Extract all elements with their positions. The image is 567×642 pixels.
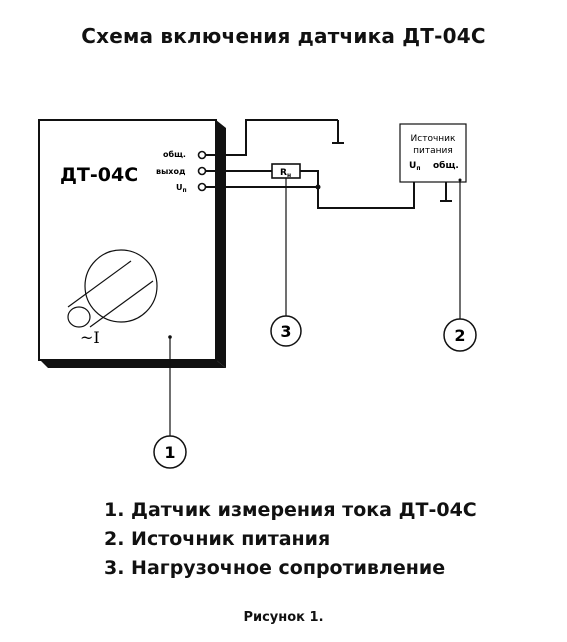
sensor-label: ДТ-04С: [60, 164, 138, 186]
psu-label-line2: питания: [413, 146, 453, 156]
diagram-title: Схема включения датчика ДТ-04С: [81, 24, 486, 48]
wiring: [206, 119, 452, 209]
callout-3: 3: [270, 315, 302, 347]
legend-item: 3. Нагрузочное сопротивление: [104, 557, 446, 579]
sensor-device: ДТ-04С общ. выход Uп ~I: [38, 119, 226, 368]
figure-caption: Рисунок 1.: [243, 610, 324, 625]
callout-1: 1: [153, 435, 187, 469]
legend-item: 2. Источник питания: [104, 528, 331, 550]
power-supply: Источник питания Uп общ.: [399, 123, 467, 183]
current-symbol: ~I: [80, 328, 100, 347]
pin-terminal-common: [197, 150, 207, 160]
pin-label-supply-main: U: [176, 183, 183, 192]
psu-label-line1: Источник: [411, 134, 456, 144]
leader-lines: [169, 178, 461, 436]
junction-dot: [315, 184, 321, 190]
pin-terminal-output: [197, 166, 207, 176]
callout-2: 2: [443, 318, 477, 352]
current-aperture: [67, 249, 158, 328]
svg-text:2: 2: [454, 326, 465, 345]
pin-label-supply: Uп: [176, 183, 187, 194]
svg-text:Rн: Rн: [280, 168, 291, 179]
pin-label-supply-sub: п: [183, 187, 187, 194]
svg-text:3: 3: [280, 322, 291, 341]
pin-label-output: выход: [156, 167, 186, 176]
legend-list: 1. Датчик измерения тока ДТ-04С 2. Источ…: [104, 496, 477, 583]
wire-common-ground: [206, 119, 338, 156]
legend-item: 1. Датчик измерения тока ДТ-04С: [104, 499, 477, 521]
load-resistor: Rн: [271, 163, 301, 179]
wire-resistor-supply: [300, 170, 319, 187]
pin-label-common: общ.: [163, 149, 186, 159]
psu-pin-u: Uп: [409, 161, 420, 172]
psu-pin-common: общ.: [433, 160, 459, 171]
svg-text:1: 1: [164, 443, 175, 462]
wire-supply-psu: [206, 176, 415, 209]
pin-terminal-supply: [197, 182, 207, 192]
